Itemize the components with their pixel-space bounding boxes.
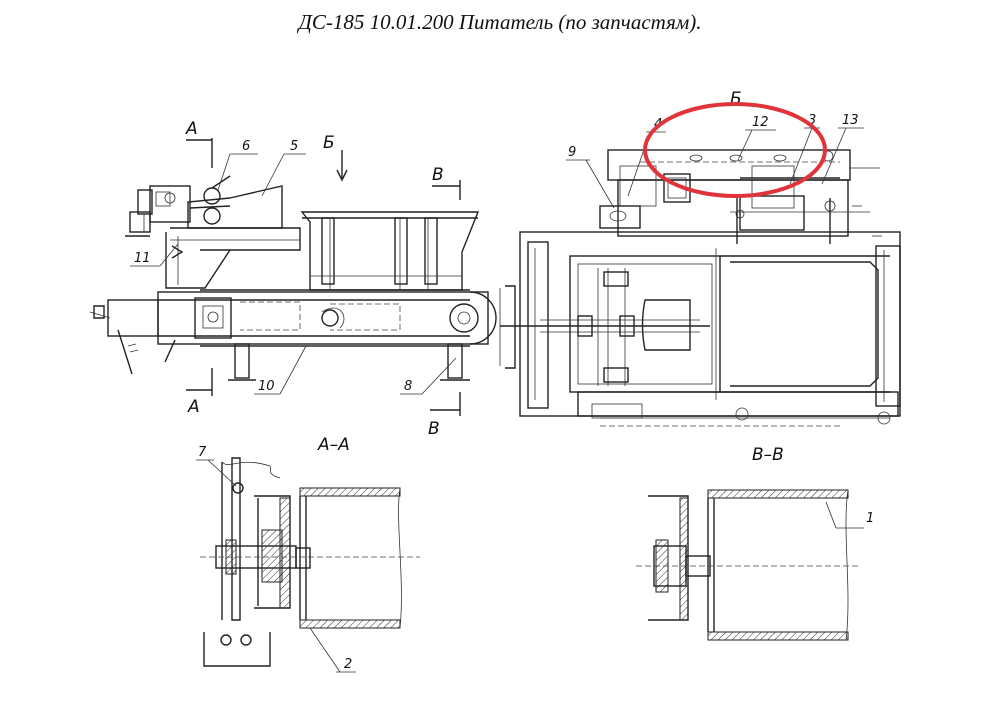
section-mark-b-top: Б — [323, 133, 335, 153]
top-view — [499, 149, 901, 427]
section-mark-v-top: В — [432, 165, 444, 185]
section-aa: А–А 7 2 — [196, 435, 420, 673]
section-label-vv: В–В — [752, 445, 784, 465]
part-number-9: 9 — [568, 145, 576, 160]
part-number-7: 7 — [198, 445, 207, 460]
part-number-13: 13 — [842, 113, 859, 128]
part-number-1: 1 — [866, 511, 874, 526]
part-number-11: 11 — [134, 251, 151, 266]
part-number-3: 3 — [808, 113, 816, 128]
section-vv: В–В 1 — [636, 445, 874, 641]
drawing-title: ДС-185 10.01.200 Питатель (по запчастям)… — [298, 10, 702, 34]
section-markers-side: А А Б В В — [185, 119, 461, 439]
section-label-aa: А–А — [317, 435, 350, 455]
part-number-5: 5 — [290, 139, 298, 154]
leaders-side: 6 5 11 10 8 — [130, 139, 457, 395]
section-mark-a-top: А — [185, 119, 198, 139]
part-number-2: 2 — [344, 657, 352, 672]
section-mark-a-bottom: А — [187, 397, 200, 417]
part-number-10: 10 — [258, 379, 275, 394]
highlight-ellipse — [643, 102, 827, 198]
section-mark-v-bottom: В — [428, 419, 440, 439]
part-number-8: 8 — [404, 379, 412, 394]
view-mark-b: Б — [730, 89, 742, 109]
side-view — [89, 175, 497, 381]
part-number-12: 12 — [752, 115, 769, 130]
part-number-6: 6 — [242, 139, 250, 154]
